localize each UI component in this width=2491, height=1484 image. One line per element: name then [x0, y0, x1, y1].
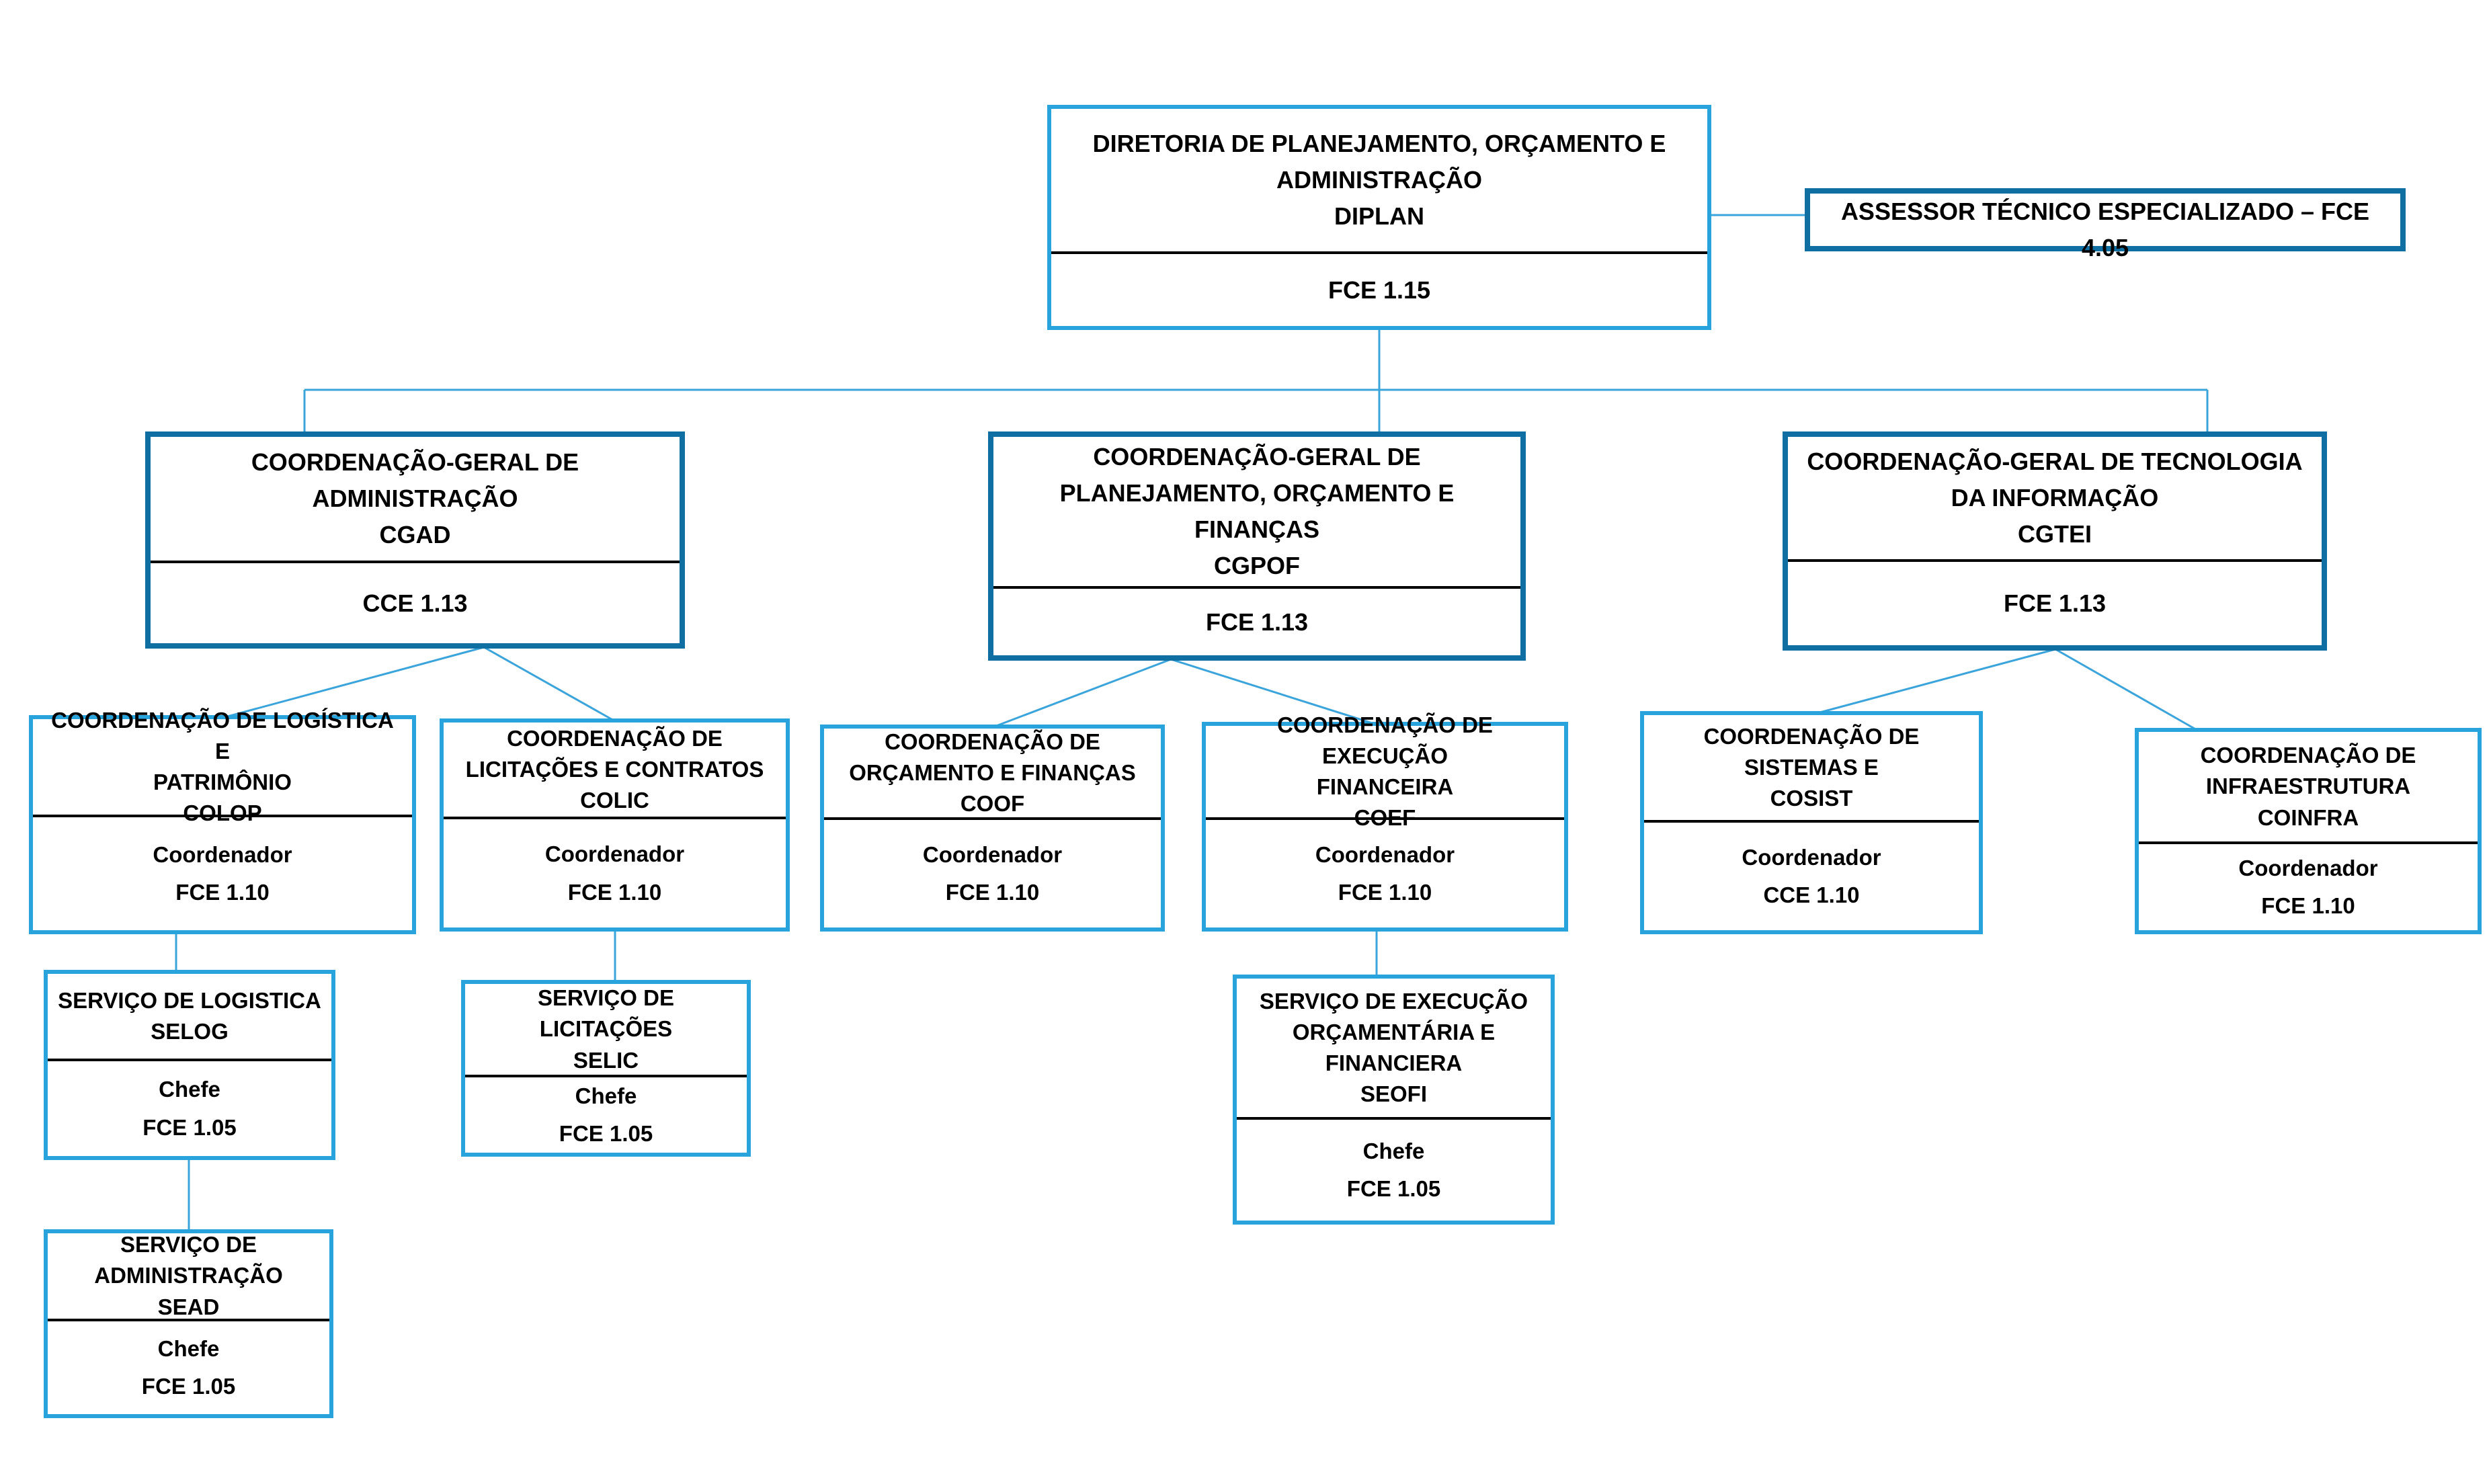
node-meta: Coordenador FCE 1.10	[824, 820, 1161, 928]
connector-cgad-colop	[222, 646, 485, 719]
org-node-sead: SERVIÇO DE ADMINISTRAÇÃO SEAD Chefe FCE …	[44, 1229, 333, 1418]
node-meta: Chefe FCE 1.05	[465, 1077, 747, 1153]
node-meta: FCE 1.15	[1051, 254, 1707, 326]
org-node-cgad: COORDENAÇÃO-GERAL DE ADMINISTRAÇÃO CGAD …	[145, 431, 685, 649]
node-grade: FCE 1.05	[141, 1374, 236, 1399]
node-grade: CCE 1.13	[362, 589, 468, 617]
node-grade: FCE 1.05	[559, 1121, 653, 1146]
node-meta: Coordenador FCE 1.10	[33, 817, 412, 930]
org-node-assessor: ASSESSOR TÉCNICO ESPECIALIZADO – FCE 4.0…	[1805, 188, 2406, 261]
node-meta: Coordenador FCE 1.10	[1206, 820, 1564, 928]
org-node-cgtei: COORDENAÇÃO-GERAL DE TECNOLOGIA DA INFOR…	[1783, 431, 2327, 651]
org-node-seofi: SERVIÇO DE EXECUÇÃO ORÇAMENTÁRIA E FINAN…	[1233, 975, 1555, 1225]
node-role: Coordenador	[1742, 844, 1881, 870]
node-role: Chefe	[159, 1077, 220, 1102]
node-title: DIRETORIA DE PLANEJAMENTO, ORÇAMENTO E A…	[1051, 109, 1707, 254]
node-title: COORDENAÇÃO DE LICITAÇÕES E CONTRATOS CO…	[444, 723, 786, 819]
org-node-coof: COORDENAÇÃO DE ORÇAMENTO E FINANÇAS COOF…	[820, 725, 1165, 932]
org-node-cosist: COORDENAÇÃO DE SISTEMAS E COSIST Coorden…	[1640, 711, 1983, 934]
org-node-coef: COORDENAÇÃO DE EXECUÇÃO FINANCEIRA COEF …	[1202, 712, 1568, 932]
node-meta: Chefe FCE 1.05	[1237, 1120, 1551, 1221]
org-node-cgpof: COORDENAÇÃO-GERAL DE PLANEJAMENTO, ORÇAM…	[988, 431, 1526, 661]
node-title: COORDENAÇÃO-GERAL DE PLANEJAMENTO, ORÇAM…	[993, 437, 1520, 589]
node-meta: Chefe FCE 1.05	[48, 1321, 329, 1414]
node-meta: Chefe FCE 1.05	[48, 1061, 331, 1156]
node-grade: FCE 1.05	[142, 1114, 237, 1140]
node-meta: Coordenador CCE 1.10	[1644, 823, 1979, 930]
node-grade: FCE 1.10	[945, 880, 1040, 905]
node-grade: FCE 1.13	[2003, 589, 2107, 617]
node-title: ASSESSOR TÉCNICO ESPECIALIZADO – FCE 4.0…	[1840, 198, 2370, 261]
node-role: Chefe	[575, 1083, 637, 1108]
node-role: Coordenador	[544, 841, 685, 867]
node-title: SERVIÇO DE LOGISTICA SELOG	[48, 974, 331, 1061]
connector-cgad-colic	[483, 646, 616, 723]
node-role: Coordenador	[2238, 855, 2378, 880]
node-meta: Coordenador FCE 1.10	[2139, 844, 2478, 930]
org-node-selog: SERVIÇO DE LOGISTICA SELOG Chefe FCE 1.0…	[44, 970, 335, 1160]
node-title: COORDENAÇÃO-GERAL DE TECNOLOGIA DA INFOR…	[1788, 437, 2322, 562]
node-grade: FCE 1.13	[1205, 608, 1309, 636]
connector-cgtei-coinfra	[2055, 648, 2199, 732]
node-grade: FCE 1.05	[1346, 1176, 1441, 1201]
node-grade: FCE 1.10	[567, 879, 662, 905]
node-title: SERVIÇO DE LICITAÇÕES SELIC	[465, 984, 747, 1077]
connector-cgpof-coof	[992, 658, 1172, 729]
node-grade: FCE 1.10	[1338, 880, 1432, 905]
node-role: Coordenador	[1315, 841, 1455, 867]
node-meta: FCE 1.13	[1788, 562, 2322, 645]
org-node-colop: COORDENAÇÃO DE LOGÍSTICA E PATRIMÔNIO CO…	[29, 708, 416, 934]
node-title: COORDENAÇÃO DE SISTEMAS E COSIST	[1644, 715, 1979, 823]
org-node-coinfra: COORDENAÇÃO DE INFRAESTRUTURA COINFRA Co…	[2135, 728, 2482, 934]
node-grade: FCE 1.10	[2261, 893, 2355, 918]
node-title: SERVIÇO DE ADMINISTRAÇÃO SEAD	[48, 1232, 329, 1321]
org-node-diplan: DIRETORIA DE PLANEJAMENTO, ORÇAMENTO E A…	[1047, 105, 1711, 330]
node-meta: FCE 1.13	[993, 589, 1520, 655]
org-node-colic: COORDENAÇÃO DE LICITAÇÕES E CONTRATOS CO…	[440, 718, 790, 932]
node-grade: FCE 1.15	[1328, 276, 1431, 304]
node-role: Coordenador	[922, 841, 1063, 867]
node-title: COORDENAÇÃO DE INFRAESTRUTURA COINFRA	[2139, 732, 2478, 844]
node-title: COORDENAÇÃO DE LOGÍSTICA E PATRIMÔNIO CO…	[33, 708, 412, 825]
node-grade: FCE 1.10	[175, 880, 270, 905]
node-title: COORDENAÇÃO DE ORÇAMENTO E FINANÇAS COOF	[824, 729, 1161, 820]
node-role: Chefe	[1362, 1138, 1425, 1163]
connector-cgtei-cosist	[1814, 648, 2056, 715]
node-meta: Coordenador FCE 1.10	[444, 819, 786, 928]
node-title: SERVIÇO DE EXECUÇÃO ORÇAMENTÁRIA E FINAN…	[1237, 979, 1551, 1120]
org-node-selic: SERVIÇO DE LICITAÇÕES SELIC Chefe FCE 1.…	[461, 980, 751, 1157]
connector-cgpof-coef	[1170, 658, 1377, 726]
node-role: Chefe	[157, 1335, 220, 1361]
node-role: Coordenador	[153, 841, 292, 867]
node-meta: CCE 1.13	[151, 563, 680, 643]
node-title: COORDENAÇÃO DE EXECUÇÃO FINANCEIRA COEF	[1206, 712, 1564, 830]
node-title: COORDENAÇÃO-GERAL DE ADMINISTRAÇÃO CGAD	[151, 437, 680, 563]
node-grade: CCE 1.10	[1763, 882, 1860, 907]
